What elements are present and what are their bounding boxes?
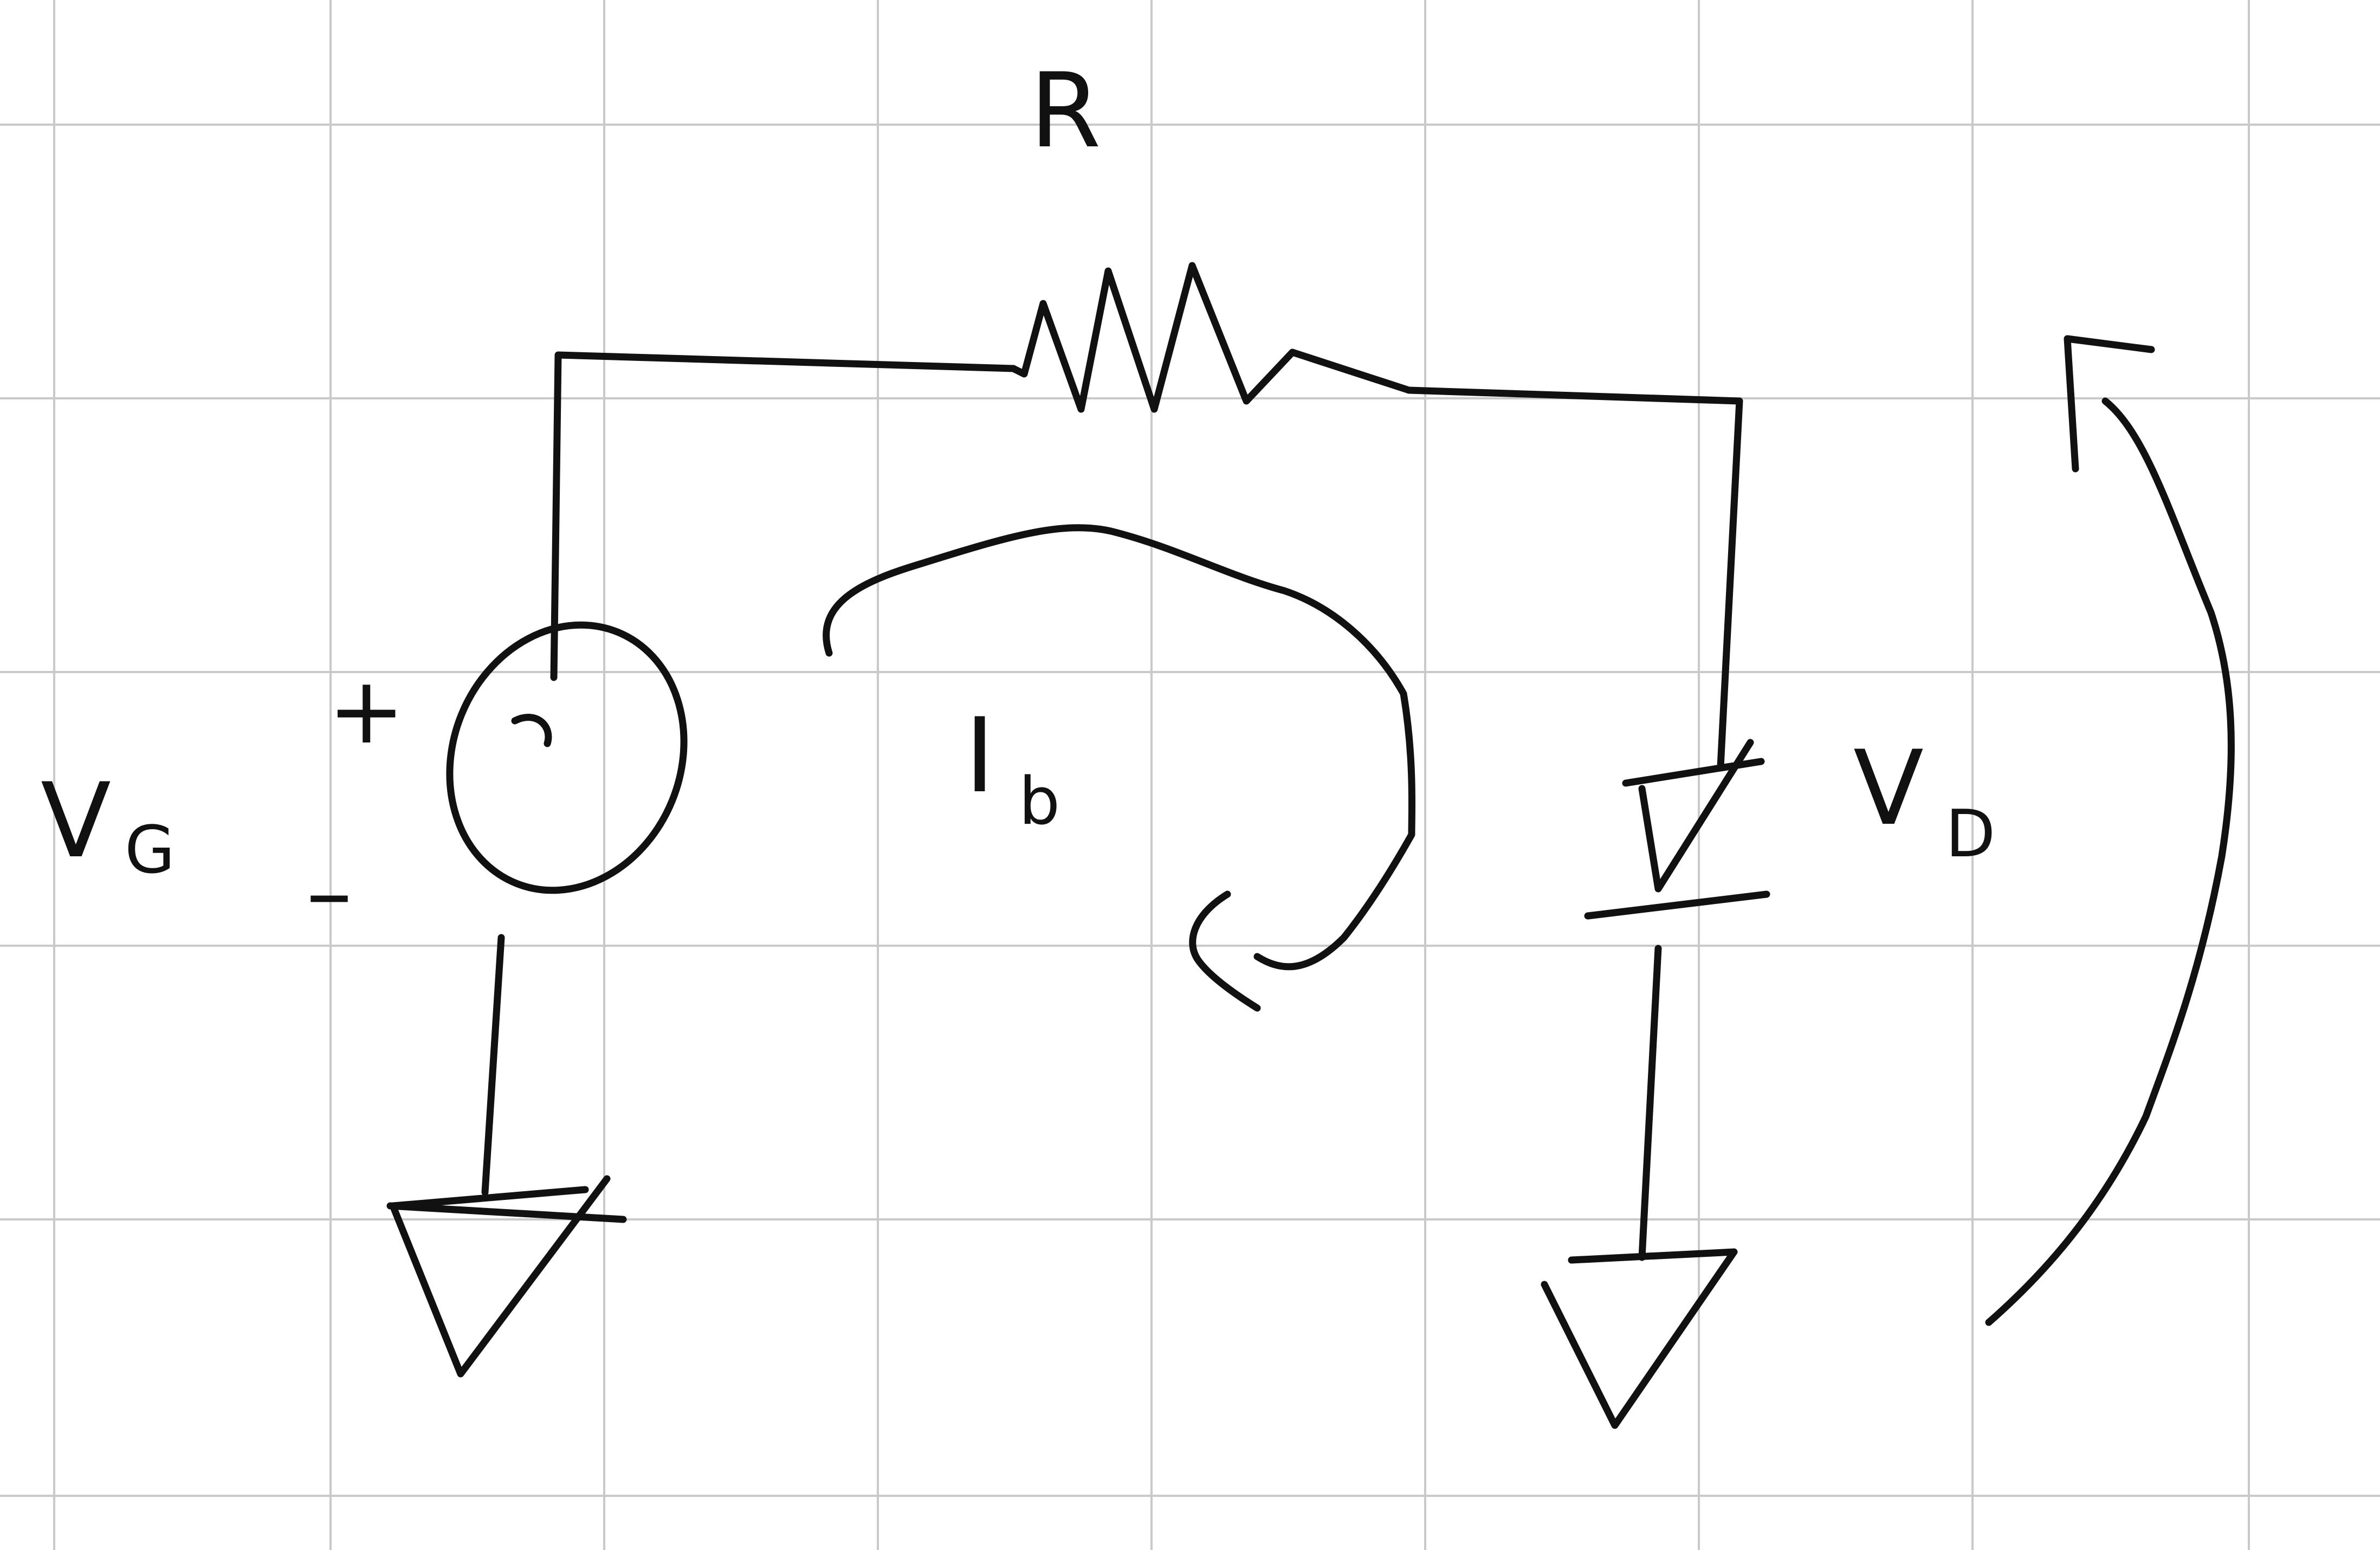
resistor-symbol [1010,262,1413,413]
diode-label-sub: D [1945,797,1995,872]
source-label-main: V [41,761,111,881]
ground-symbol-right [1541,1248,1738,1429]
diode-ground-wire [1638,945,1662,1261]
diode-bar [1584,890,1770,920]
source-label-sub: G [125,813,175,888]
minus-sign: – [306,839,352,946]
source-ground-wire [481,934,505,1196]
current-loop-arrow [823,524,1416,971]
current-label-sub: b [1019,764,1060,839]
voltage-bracket-arc [2064,335,2155,473]
top-right-wire [1405,386,1743,771]
current-arrowhead [1189,890,1261,1012]
voltage-bracket-curve [1985,397,2235,1326]
top-left-wire [550,351,1017,681]
voltage-source-circle [446,621,688,894]
ground-symbol-left [386,1175,627,1378]
voltage-source-inner-mark [511,714,552,747]
diode-label-main: V [1853,728,1924,848]
current-label-main: I [965,696,995,816]
resistor-label: R [1030,51,1101,171]
plus-sign: + [328,657,405,765]
diode-triangle [1622,739,1765,893]
